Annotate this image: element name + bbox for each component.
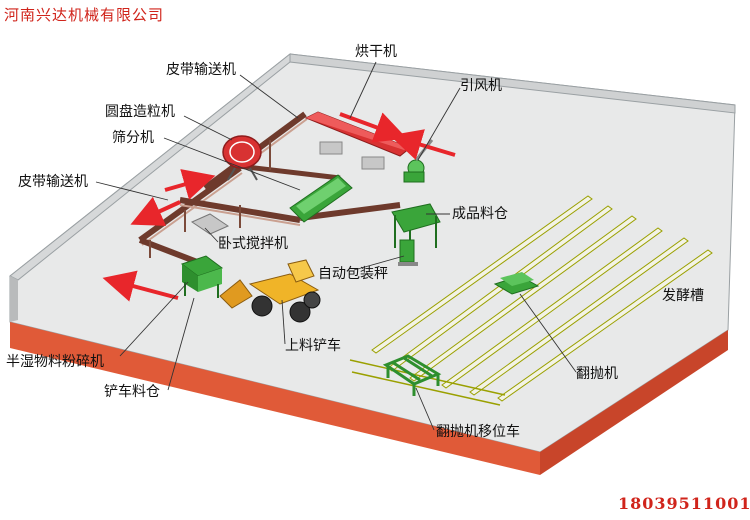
bin-hopper — [391, 203, 441, 233]
turner-machine — [493, 272, 540, 295]
front-wall-right — [540, 330, 728, 475]
leader-line — [519, 293, 577, 373]
loader-wheel — [289, 301, 311, 323]
belt-conveyors — [138, 111, 401, 268]
turner-top — [500, 272, 534, 286]
tank-wall — [497, 249, 713, 402]
screening-machine — [289, 174, 353, 223]
leader-line — [167, 297, 195, 391]
disc-granulator — [222, 135, 262, 181]
mixer-body — [190, 213, 230, 235]
label-belt-conveyor-top: 皮带输送机 — [166, 62, 236, 78]
crusher-front — [198, 268, 222, 292]
label-dryer: 烘干机 — [355, 44, 397, 60]
granulator-stand — [249, 167, 258, 181]
label-finished-product-bin: 成品料仓 — [452, 206, 508, 222]
tank-wall — [387, 205, 613, 372]
label-belt-conveyor-left: 皮带输送机 — [18, 174, 88, 190]
label-turner: 翻抛机 — [576, 366, 618, 382]
loader-wheel — [303, 291, 321, 309]
semi-wet-crusher — [180, 255, 224, 298]
leader-line — [415, 387, 435, 431]
tank-wall — [469, 237, 689, 396]
leader-line — [417, 87, 461, 161]
leader-line — [119, 281, 189, 357]
label-loader: 上料铲车 — [285, 338, 341, 354]
leader-line — [353, 255, 405, 271]
label-screening-machine: 筛分机 — [112, 130, 154, 146]
label-horizontal-mixer: 卧式搅拌机 — [218, 236, 288, 252]
leader-lines — [95, 61, 577, 431]
label-auto-packing-scale: 自动包装秤 — [318, 266, 388, 282]
loader-body — [248, 273, 320, 305]
leader-line — [183, 115, 233, 141]
flow-arrows — [102, 112, 456, 302]
label-disc-granulator: 圆盘造粒机 — [105, 104, 175, 120]
leader-line — [163, 137, 301, 191]
packer-table — [398, 262, 418, 266]
flow-arrow — [130, 196, 181, 226]
leader-line — [204, 227, 219, 243]
tank-wall — [371, 195, 593, 354]
screen-top — [296, 178, 346, 214]
dryer-base — [361, 156, 385, 170]
crusher-side — [182, 264, 198, 292]
dryer-base — [319, 141, 343, 155]
leader-line — [239, 74, 299, 119]
flow-arrow — [164, 169, 216, 200]
company-name: 河南兴达机械有限公司 — [4, 6, 165, 24]
loader-wheel — [251, 295, 273, 317]
granulator-rim — [229, 141, 255, 163]
label-semi-wet-crusher: 半湿物料粉碎机 — [6, 354, 104, 370]
leader-line — [281, 299, 286, 345]
label-induced-draft-fan: 引风机 — [460, 78, 502, 94]
flow-arrow — [339, 112, 408, 143]
leader-line — [349, 61, 377, 119]
right-back-wall — [289, 53, 736, 114]
loader-cab — [287, 259, 315, 283]
turner-transfer-car — [382, 354, 442, 396]
loader-bucket — [219, 279, 253, 309]
flow-arrow — [389, 129, 456, 160]
front-wall-left — [10, 322, 540, 475]
label-fermentation-tank: 发酵槽 — [662, 288, 704, 304]
wheel-loader — [219, 259, 321, 323]
horizontal-mixer — [190, 213, 230, 235]
finished-product-bin — [391, 203, 441, 262]
conveyor-product — [299, 202, 401, 221]
label-forklift-bin: 铲车料仓 — [104, 384, 160, 400]
front-wall-gray — [10, 276, 18, 322]
car-beam — [403, 356, 433, 378]
fan-base — [403, 171, 425, 183]
flow-arrow — [102, 270, 179, 302]
conveyor-left-rail — [141, 172, 243, 246]
rail — [351, 371, 501, 406]
leader-line — [95, 181, 169, 201]
label-turner-transfer-car: 翻抛机移位车 — [436, 424, 520, 440]
tank-wall — [441, 227, 663, 389]
floor-platform — [9, 52, 736, 475]
car-beam — [391, 360, 421, 382]
packer-body — [399, 239, 415, 263]
granulator-stand — [227, 167, 236, 181]
phone-number: 18039511001 — [618, 494, 750, 513]
